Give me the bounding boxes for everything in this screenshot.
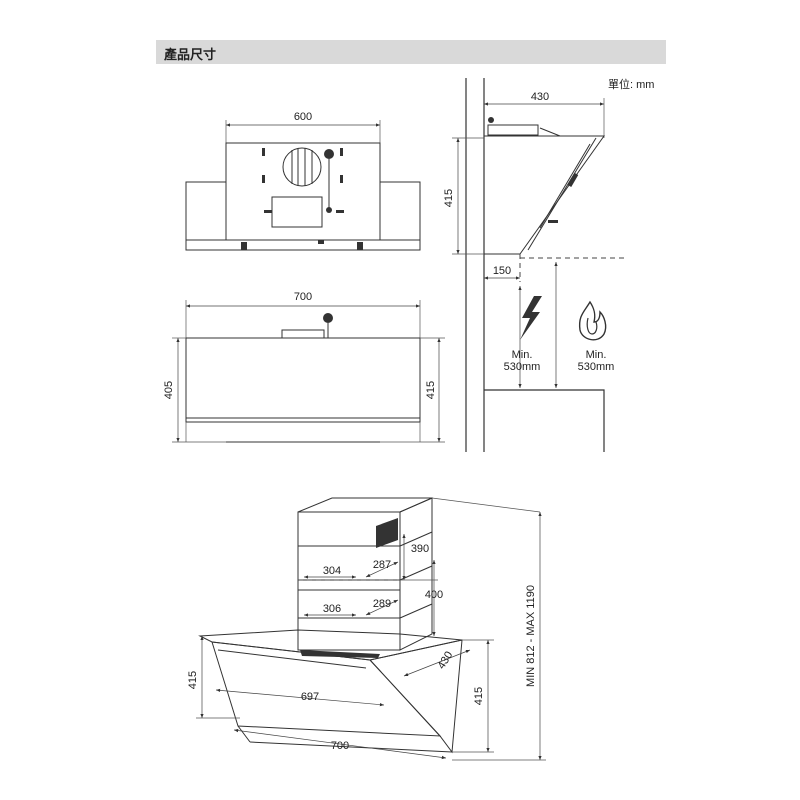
side-height-label: 415 bbox=[443, 189, 455, 207]
gas-min-label: Min. bbox=[586, 349, 607, 361]
front-body bbox=[225, 142, 381, 241]
side-depth-label: 430 bbox=[531, 91, 549, 103]
plug-icon bbox=[324, 149, 334, 159]
section-header: 產品尺寸 bbox=[156, 40, 666, 64]
control-box bbox=[271, 196, 323, 228]
exhaust-circle bbox=[282, 147, 322, 187]
dim-700-label: 700 bbox=[331, 740, 349, 752]
front-width-label: 600 bbox=[294, 111, 312, 123]
chimney-vent bbox=[376, 518, 398, 548]
counter-outline bbox=[484, 389, 605, 452]
isometric-view: 304 287 306 289 390 400 430 415 697 7 bbox=[187, 497, 546, 761]
top-plug-icon bbox=[323, 313, 333, 323]
hood-handle bbox=[300, 650, 380, 658]
dim-306-label: 306 bbox=[323, 603, 341, 615]
top-width-label: 700 bbox=[294, 291, 312, 303]
side-offset-label: 150 bbox=[493, 265, 511, 277]
side-view: 430 415 150 Min. 530mm Min. 530m bbox=[443, 78, 626, 452]
chimney-side bbox=[399, 497, 433, 651]
electric-min-label: Min. bbox=[512, 349, 533, 361]
top-body bbox=[185, 337, 421, 423]
dim-697-label: 697 bbox=[301, 691, 319, 703]
dim-289-label: 289 bbox=[373, 598, 391, 610]
left-wing bbox=[185, 181, 227, 241]
chimney-top bbox=[297, 497, 433, 513]
dim-430-label: 430 bbox=[436, 649, 456, 671]
top-view: 700 405 415 bbox=[163, 291, 445, 443]
dim-400-label: 400 bbox=[425, 589, 443, 601]
gas-value-label: 530mm bbox=[578, 361, 615, 373]
front-view: 600 bbox=[185, 111, 421, 251]
dim-287-label: 287 bbox=[373, 559, 391, 571]
flame-icon bbox=[578, 300, 607, 341]
dim-415-left-label: 415 bbox=[187, 671, 199, 689]
dim-390-label: 390 bbox=[411, 543, 429, 555]
electric-bolt-icon bbox=[520, 296, 542, 340]
motor-bracket bbox=[487, 124, 539, 136]
total-height-label: MIN 812 - MAX 1190 bbox=[525, 585, 537, 687]
dim-304-label: 304 bbox=[323, 565, 341, 577]
top-left-height-label: 405 bbox=[163, 381, 175, 399]
top-duct bbox=[281, 329, 325, 339]
top-right-height-label: 415 bbox=[425, 381, 437, 399]
section-title: 產品尺寸 bbox=[164, 47, 217, 62]
dim-415-right-label: 415 bbox=[473, 687, 485, 705]
front-base bbox=[185, 239, 421, 251]
right-wing bbox=[379, 181, 421, 241]
electric-value-label: 530mm bbox=[504, 361, 541, 373]
unit-label: 單位: mm bbox=[608, 79, 655, 91]
